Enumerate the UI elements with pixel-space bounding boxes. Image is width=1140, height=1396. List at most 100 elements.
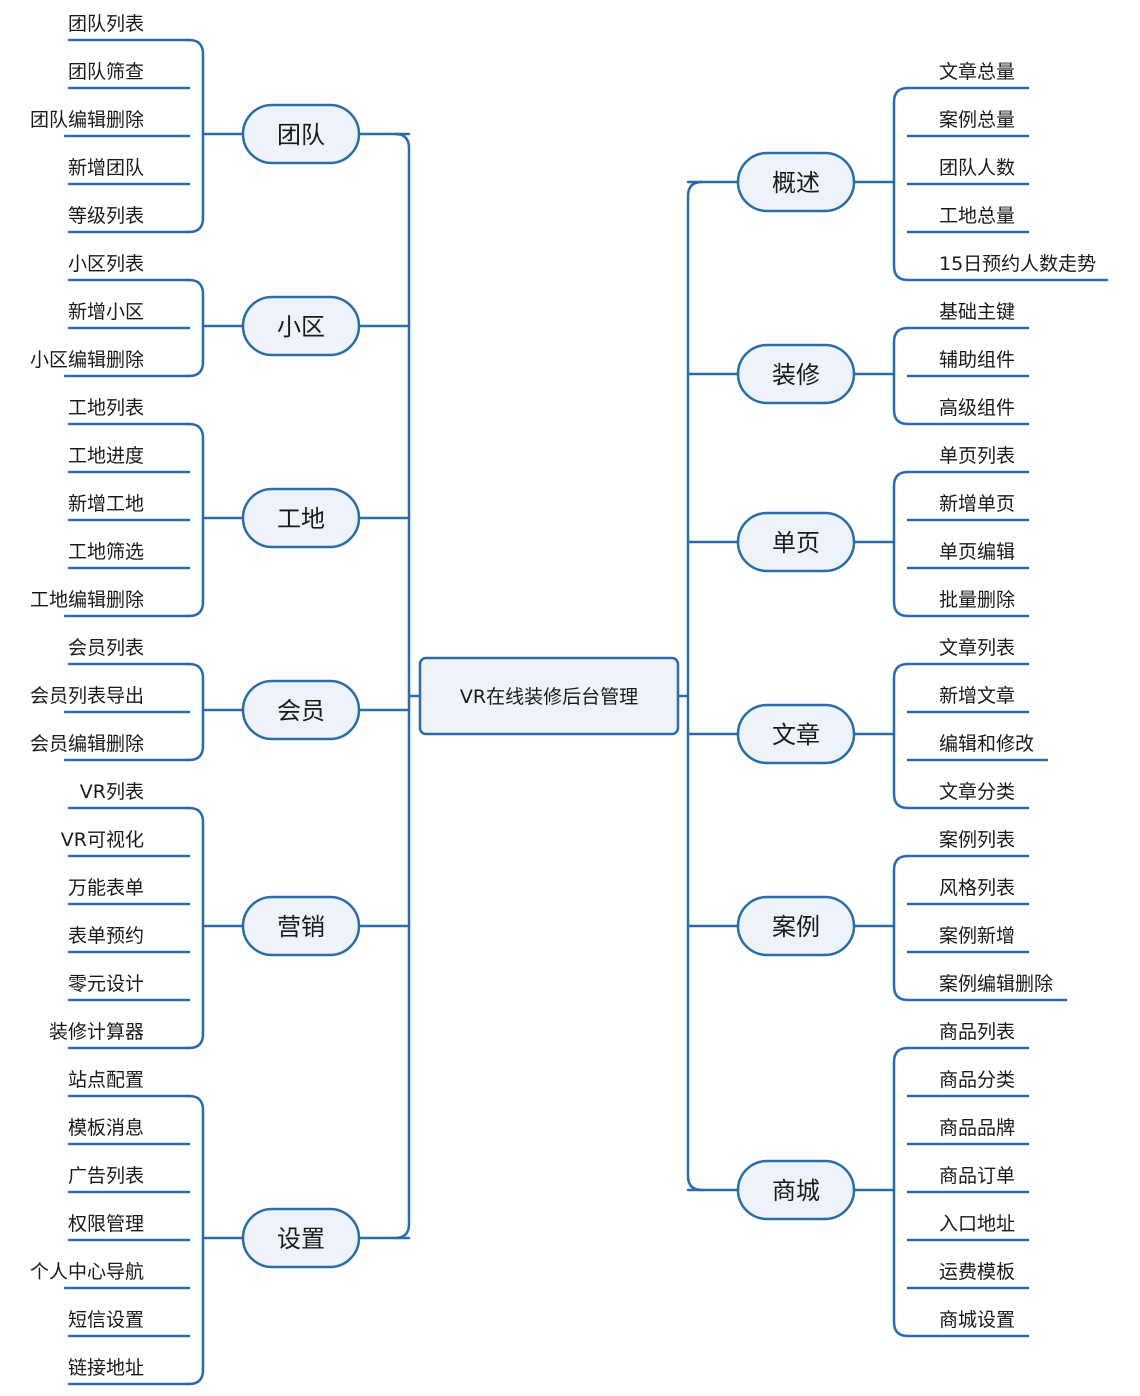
leaf-node-label: 团队人数 (939, 157, 1015, 179)
branch-node-box (736, 511, 856, 573)
branch-spine (892, 1046, 910, 1338)
leaf-node-label: 案例新增 (939, 925, 1015, 947)
branch-node-label: 装修 (772, 361, 820, 389)
leaf-node-label: 商品列表 (939, 1021, 1015, 1043)
trunk-line (393, 132, 411, 1240)
root-node-label: VR在线装修后台管理 (460, 686, 638, 708)
leaf-node-label: 等级列表 (68, 205, 144, 227)
leaf-node-label: 工地总量 (939, 205, 1015, 227)
leaf-node-label: 商品订单 (939, 1165, 1015, 1187)
branch-node-label: 营销 (277, 913, 325, 941)
leaf-node-label: 高级组件 (939, 397, 1015, 419)
branch-spine (892, 326, 910, 426)
branch-node: 单页 (736, 511, 856, 573)
branch-node-label: 概述 (772, 169, 820, 197)
leaf-node-label: 零元设计 (68, 973, 144, 995)
leaf-node-label: 广告列表 (68, 1165, 144, 1187)
leaf-node-label: 装修计算器 (49, 1021, 144, 1043)
leaf-node-label: 新增单页 (939, 493, 1015, 515)
leaf-node-label: 链接地址 (68, 1357, 144, 1379)
branch-spine (187, 1094, 205, 1386)
branch-spine (187, 38, 205, 234)
leaf-node-label: 文章分类 (939, 781, 1015, 803)
leaf-node-label: 工地编辑删除 (30, 589, 144, 611)
leaf-node-label: 文章列表 (939, 637, 1015, 659)
branch-spine (892, 662, 910, 810)
branch-node-box (241, 679, 361, 741)
branch-node: 会员 (241, 679, 361, 741)
leaf-node-label: 15日预约人数走势 (939, 253, 1096, 275)
branch-node-label: 会员 (277, 697, 325, 725)
leaf-node-label: 工地列表 (68, 397, 144, 419)
leaf-node-label: 案例列表 (939, 829, 1015, 851)
branch-node-label: 商城 (772, 1177, 820, 1205)
branch-node-label: 文章 (772, 721, 820, 749)
leaf-node-label: 运费模板 (939, 1261, 1015, 1283)
branch-node-label: 设置 (277, 1225, 325, 1253)
leaf-node-label: 商城设置 (939, 1309, 1015, 1331)
leaf-node-label: 新增文章 (939, 685, 1015, 707)
leaf-node-label: 万能表单 (68, 877, 144, 899)
branch-node-label: 案例 (772, 913, 820, 941)
leaf-node-label: VR可视化 (61, 829, 144, 851)
leaf-node-label: 编辑和修改 (939, 733, 1034, 755)
branch-spine (187, 662, 205, 762)
branch-node-box (736, 1159, 856, 1221)
branch-node-box (241, 1207, 361, 1269)
leaf-node-label: VR列表 (80, 781, 144, 803)
branch-spine (187, 806, 205, 1050)
leaf-node-label: 团队编辑删除 (30, 109, 144, 131)
connector-lines (63, 38, 1109, 1386)
leaf-node-label: 商品分类 (939, 1069, 1015, 1091)
branch-node: 装修 (736, 343, 856, 405)
branch-node: 团队 (241, 103, 361, 165)
leaf-node-label: 团队筛查 (68, 61, 144, 83)
branch-spine (187, 278, 205, 378)
trunk-line (686, 180, 704, 1192)
branch-node-box (736, 343, 856, 405)
leaf-node-label: 工地筛选 (68, 541, 144, 563)
leaf-node-label: 单页列表 (939, 445, 1015, 467)
leaf-node-label: 风格列表 (939, 877, 1015, 899)
leaf-node-label: 团队列表 (68, 13, 144, 35)
root-node: VR在线装修后台管理 (418, 656, 680, 736)
leaf-node-label: 个人中心导航 (30, 1261, 144, 1283)
leaf-node-label: 新增小区 (68, 301, 144, 323)
branch-spine (892, 854, 910, 1002)
leaf-node-label: 辅助组件 (939, 349, 1015, 371)
branch-node-box (736, 703, 856, 765)
leaf-node-label: 入口地址 (939, 1213, 1015, 1235)
leaf-node-label: 案例编辑删除 (939, 973, 1053, 995)
branch-node: 设置 (241, 1207, 361, 1269)
branch-node-box (241, 295, 361, 357)
branch-node-box (736, 151, 856, 213)
leaf-node-label: 模板消息 (68, 1117, 144, 1139)
branch-node: 工地 (241, 487, 361, 549)
branch-node: 概述 (736, 151, 856, 213)
branch-node-label: 团队 (277, 121, 325, 149)
root-node-box (418, 656, 680, 736)
leaf-node-label: 会员列表 (68, 637, 144, 659)
branch-node: 商城 (736, 1159, 856, 1221)
leaf-node-label: 新增团队 (68, 157, 144, 179)
branch-node-box (241, 487, 361, 549)
branch-node: 案例 (736, 895, 856, 957)
branch-spine (892, 470, 910, 618)
branch-node-box (241, 103, 361, 165)
nodes: 团队列表团队筛查团队编辑删除新增团队等级列表团队小区列表新增小区小区编辑删除小区… (30, 13, 1096, 1379)
leaf-node-label: 会员编辑删除 (30, 733, 144, 755)
branch-node: 小区 (241, 295, 361, 357)
branch-node-label: 小区 (277, 313, 325, 341)
branch-node: 文章 (736, 703, 856, 765)
leaf-node-label: 小区列表 (68, 253, 144, 275)
branch-spine (892, 86, 910, 282)
branch-node-label: 工地 (277, 505, 325, 533)
leaf-node-label: 短信设置 (68, 1309, 144, 1331)
leaf-node-label: 站点配置 (68, 1069, 144, 1091)
leaf-node-label: 权限管理 (68, 1213, 144, 1235)
leaf-node-label: 工地进度 (68, 445, 144, 467)
leaf-node-label: 表单预约 (68, 925, 144, 947)
leaf-node-label: 新增工地 (68, 493, 144, 515)
branch-node-box (736, 895, 856, 957)
